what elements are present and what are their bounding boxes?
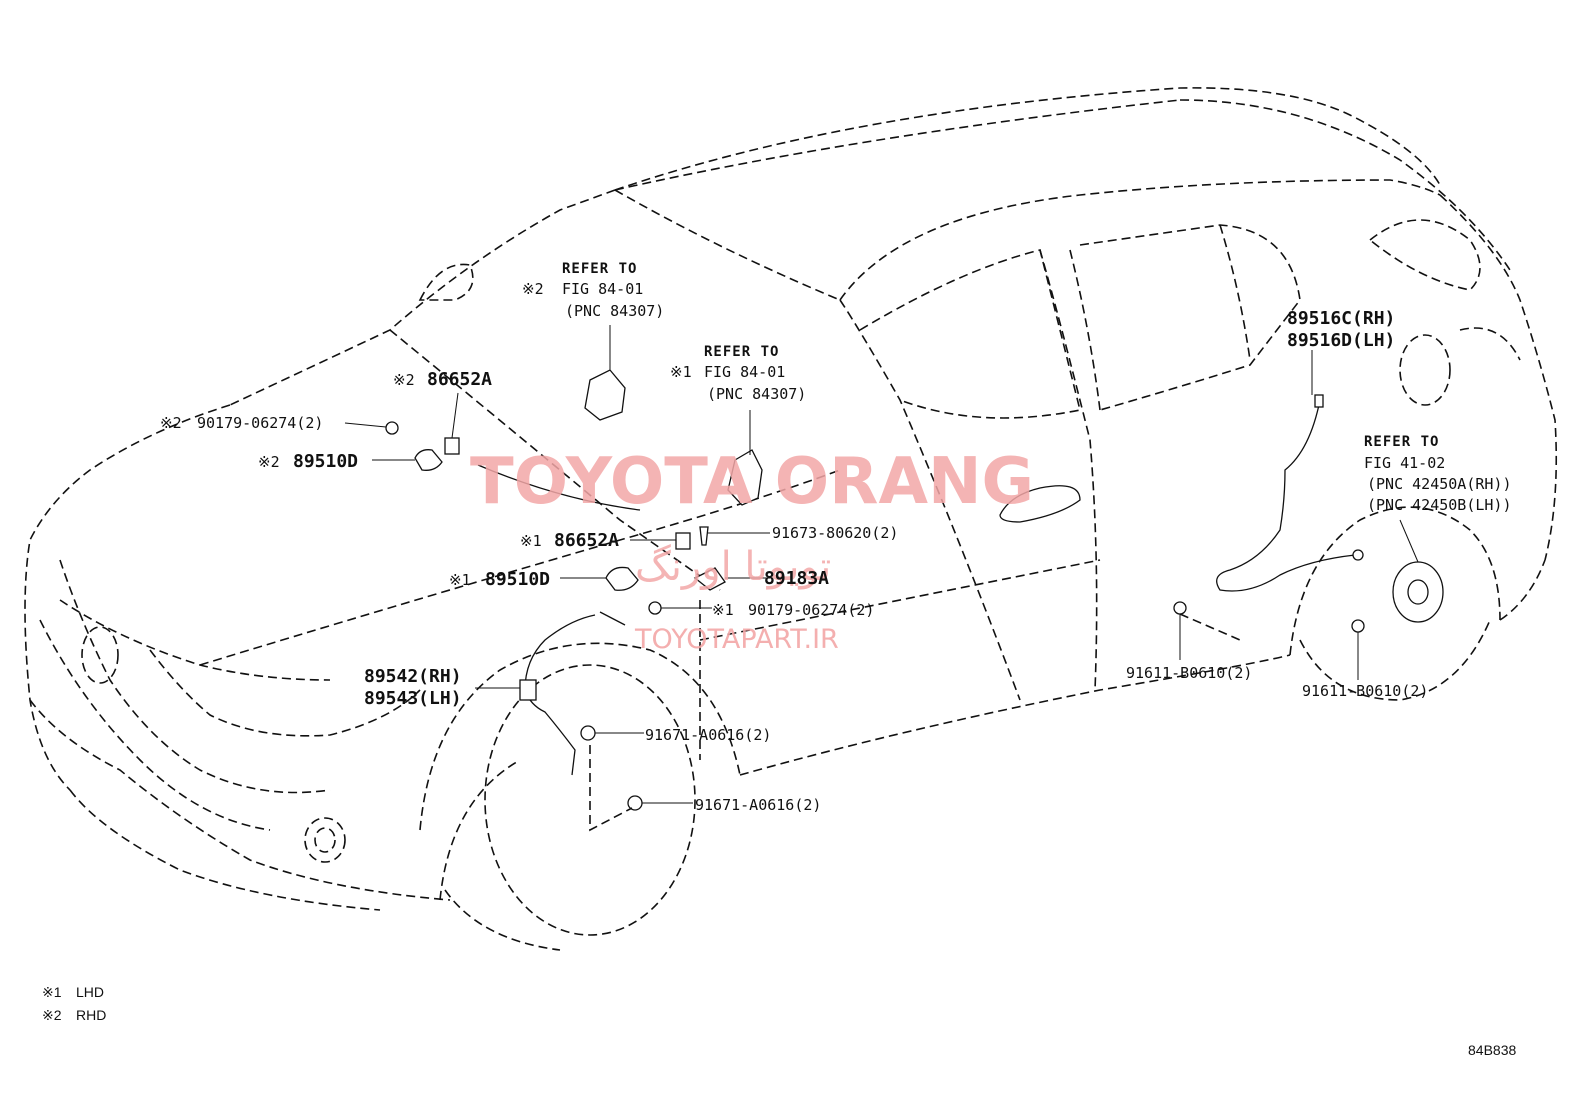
front-sensor-clamp[interactable] <box>519 679 537 701</box>
refer1-line1: REFER TO <box>562 261 637 277</box>
refer1-line2: FIG 84-01 <box>562 280 643 298</box>
refer3-line2: FIG 41-02 <box>1364 454 1445 472</box>
label-89183a: 89183A <box>764 568 829 589</box>
label-89510d-rhd-mark: ※2 <box>258 453 280 471</box>
bolt-91611-a[interactable] <box>1173 601 1187 615</box>
bracket-89183a[interactable] <box>693 567 726 591</box>
label-86652a-lhd: 86652A <box>554 530 619 551</box>
figure-code: 84B838 <box>1468 1042 1516 1058</box>
label-89542: 89542(RH) <box>364 666 462 687</box>
sensor-89510d-rhd[interactable] <box>414 449 443 471</box>
leader-lines <box>344 325 1419 832</box>
refer1-line3: (PNC 84307) <box>565 302 664 320</box>
refer2-mark: ※1 <box>670 363 692 381</box>
label-91611-a: 91611-B0610(2) <box>1126 664 1252 682</box>
label-89543: 89543(LH) <box>364 688 462 709</box>
refer-part-84307-lhd[interactable] <box>727 449 763 506</box>
label-91671-a: 91671-A0616(2) <box>645 726 771 744</box>
label-90179-rhd-mark: ※2 <box>160 414 182 432</box>
refer2-line2: FIG 84-01 <box>704 363 785 381</box>
refer1-mark: ※2 <box>522 280 544 298</box>
legend: ※1 LHD ※2 RHD <box>42 984 106 1023</box>
label-89516d: 89516D(LH) <box>1287 330 1395 351</box>
label-90179-lhd: 90179-06274(2) <box>748 601 874 619</box>
refer-part-84307-rhd[interactable] <box>584 369 626 421</box>
refer3-line4: (PNC 42450B(LH)) <box>1367 496 1512 514</box>
sensor-89510d-lhd[interactable] <box>605 566 639 591</box>
bracket-86652a-rhd[interactable] <box>444 437 460 455</box>
label-91611-b: 91611-B0610(2) <box>1302 682 1428 700</box>
bracket-86652a-lhd[interactable] <box>675 532 691 550</box>
legend-mark-1: ※1 <box>42 984 62 1000</box>
label-86652a-rhd: 86652A <box>427 369 492 390</box>
label-89516c: 89516C(RH) <box>1287 308 1395 329</box>
watermark-site: TOYOTAPART.IR <box>634 624 839 655</box>
refer3-line1: REFER TO <box>1364 434 1439 450</box>
refer2-line1: REFER TO <box>704 344 779 360</box>
label-89510d-lhd-mark: ※1 <box>449 571 471 589</box>
label-91671-b: 91671-A0616(2) <box>695 796 821 814</box>
watermark: TOYOTA ORANG تویوتا اورنگ TOYOTAPART.IR <box>470 445 1034 655</box>
legend-text-1: LHD <box>76 984 104 1000</box>
nut-90179-lhd[interactable] <box>648 601 662 615</box>
legend-mark-2: ※2 <box>42 1007 62 1023</box>
bolt-91671-b[interactable] <box>627 795 643 811</box>
refer3-line3: (PNC 42450A(RH)) <box>1367 475 1512 493</box>
callout-labels: REFER TO ※2 FIG 84-01 (PNC 84307) REFER … <box>160 261 1512 814</box>
label-91673: 91673-80620(2) <box>772 524 898 542</box>
watermark-brand: TOYOTA ORANG <box>470 445 1034 519</box>
label-86652a-lhd-mark: ※1 <box>520 532 542 550</box>
car-outline <box>24 87 1558 951</box>
parts <box>385 369 1444 811</box>
bolt-91671-a[interactable] <box>580 725 596 741</box>
label-90179-lhd-mark: ※1 <box>712 601 734 619</box>
rear-sensor-connector[interactable] <box>1314 394 1324 408</box>
label-90179-rhd: 90179-06274(2) <box>197 414 323 432</box>
label-86652a-rhd-mark: ※2 <box>393 371 415 389</box>
bolt-91611-b[interactable] <box>1351 619 1365 633</box>
label-89510d-rhd: 89510D <box>293 451 358 472</box>
watermark-persian: تویوتا اورنگ <box>635 544 831 590</box>
nut-90179-rhd[interactable] <box>385 421 399 435</box>
label-89510d-lhd: 89510D <box>485 569 550 590</box>
bolt-91673[interactable] <box>699 526 709 546</box>
refer2-line3: (PNC 84307) <box>707 385 806 403</box>
legend-text-2: RHD <box>76 1007 106 1023</box>
rear-speed-sensor-wire[interactable] <box>1216 399 1356 592</box>
